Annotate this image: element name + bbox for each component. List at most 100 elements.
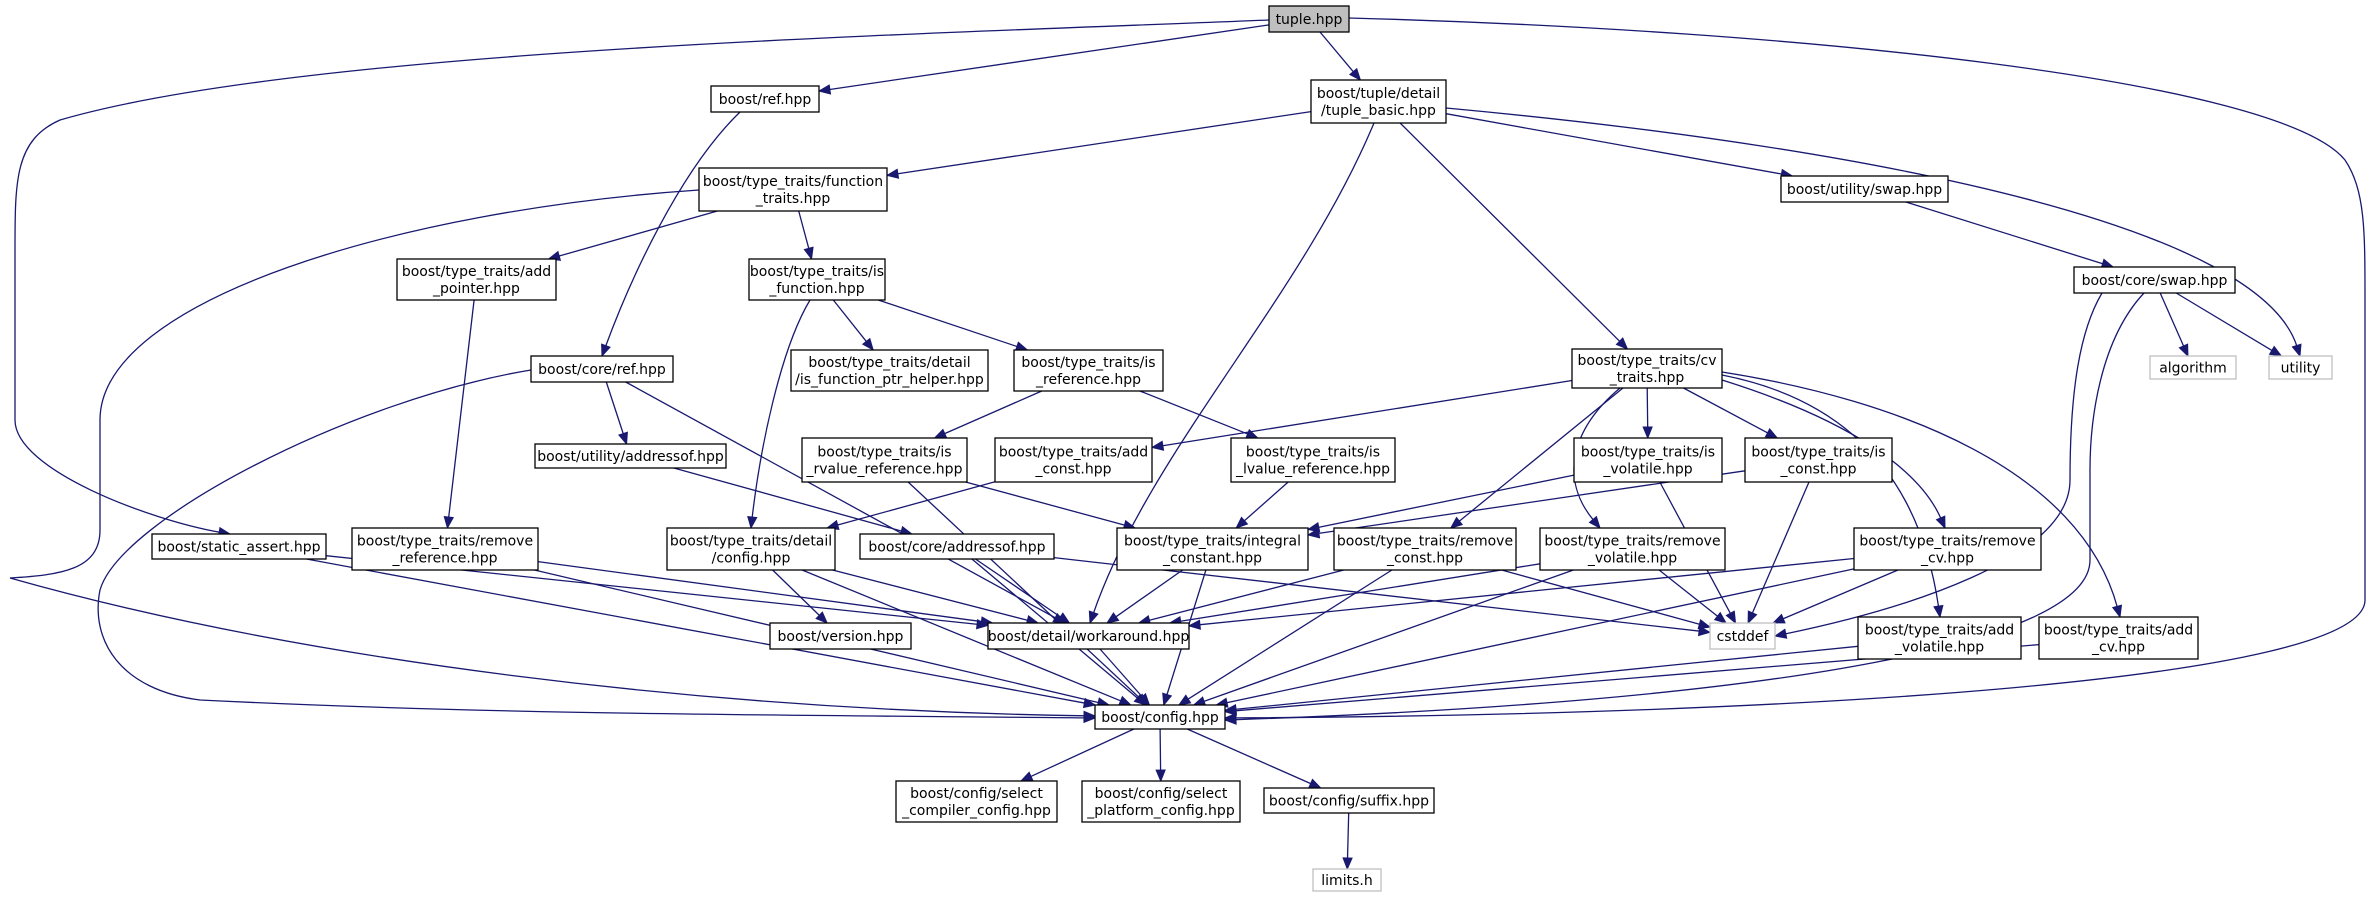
node-is-function-ptr-helper[interactable]: boost/type_traits/detail/is_function_ptr… (790, 349, 989, 392)
node-add-volatile[interactable]: boost/type_traits/add_volatile.hpp (1857, 616, 2022, 660)
node-function-traits[interactable]: boost/type_traits/function_traits.hpp (698, 167, 888, 212)
node-remove-volatile[interactable]: boost/type_traits/remove_volatile.hpp (1539, 527, 1726, 571)
node-label: boost/type_traits/remove (1544, 534, 1720, 550)
node-label: _traits.hpp (1609, 370, 1685, 386)
edge-cv_traits-to-add_volatile (1721, 374, 1944, 619)
edge-line (2159, 292, 2185, 348)
edge-line (1159, 728, 1162, 772)
node-is-volatile[interactable]: boost/type_traits/is_volatile.hpp (1573, 437, 1723, 483)
edge-ref-to-core_ref (601, 111, 741, 358)
node-config[interactable]: boost/config.hpp (1094, 704, 1226, 730)
edge-function_traits-to-add_pointer (547, 210, 718, 261)
node-detail-config[interactable]: boost/type_traits/detail/config.hpp (666, 527, 836, 571)
node-core-ref[interactable]: boost/core/ref.hpp (530, 355, 674, 383)
node-select-compiler-config[interactable]: boost/config/select_compiler_config.hpp (895, 780, 1058, 823)
edge-line (1399, 122, 1621, 343)
arrowhead-icon (2111, 604, 2123, 619)
node-label: boost/ref.hpp (719, 92, 812, 108)
edge-line (1346, 812, 1350, 860)
arrowhead-icon (1187, 619, 1201, 630)
node-label: boost/core/ref.hpp (538, 362, 666, 378)
edge-tuple_basic-to-function_traits (885, 110, 1312, 179)
edge-detail_config-to-config (801, 569, 1133, 706)
node-label: _cv.hpp (1920, 551, 1974, 567)
arrowhead-icon (1118, 695, 1133, 706)
node-remove-cv[interactable]: boost/type_traits/remove_cv.hpp (1853, 527, 2042, 571)
node-add-const[interactable]: boost/type_traits/add_const.hpp (994, 437, 1153, 483)
edge-remove_const-to-cstddef (1501, 569, 1712, 630)
arrowhead-icon (2291, 343, 2302, 358)
node-core-swap[interactable]: boost/core/swap.hpp (2073, 266, 2236, 294)
node-integral-constant[interactable]: boost/type_traits/integral_constant.hpp (1116, 527, 1309, 571)
node-static-assert[interactable]: boost/static_assert.hpp (151, 533, 327, 560)
node-utility-swap[interactable]: boost/utility/swap.hpp (1780, 175, 1949, 203)
node-is-function[interactable]: boost/type_traits/is_function.hpp (748, 258, 886, 301)
node-label: boost/type_traits/is (1246, 445, 1380, 461)
node-utility-addressof[interactable]: boost/utility/addressof.hpp (534, 443, 727, 469)
arrowhead-icon (618, 431, 628, 446)
node-is-reference[interactable]: boost/type_traits/is_reference.hpp (1013, 349, 1164, 392)
node-label: boost/static_assert.hpp (157, 540, 320, 556)
node-box (769, 622, 912, 650)
edge-cv_traits-to-is_volatile (1642, 387, 1653, 440)
node-is-const[interactable]: boost/type_traits/is_const.hpp (1744, 437, 1893, 483)
node-label: boost/type_traits/integral (1124, 534, 1301, 550)
node-add-pointer[interactable]: boost/type_traits/add_pointer.hpp (396, 258, 557, 301)
arrowhead-icon (443, 515, 454, 530)
node-cv-traits[interactable]: boost/type_traits/cv_traits.hpp (1571, 348, 1723, 389)
node-label: boost/config.hpp (1101, 710, 1219, 726)
node-add-cv[interactable]: boost/type_traits/add_cv.hpp (2038, 616, 2199, 660)
edge-static_assert-to-config (306, 558, 1097, 709)
node-core-addressof[interactable]: boost/core/addressof.hpp (859, 533, 1055, 560)
node-remove-const[interactable]: boost/type_traits/remove_const.hpp (1333, 527, 1517, 571)
node-label: boost/config/suffix.hpp (1269, 794, 1429, 810)
node-cstddef: cstddef (1709, 622, 1776, 650)
edge-line (1445, 107, 2298, 347)
node-box (1312, 868, 1382, 892)
edge-line (801, 569, 1122, 702)
edge-core_addressof-to-workaround (975, 558, 1071, 624)
node-label: boost/utility/addressof.hpp (537, 449, 724, 465)
node-tuple[interactable]: tuple.hpp (1268, 5, 1350, 33)
node-is-lvalue-reference[interactable]: boost/type_traits/is_lvalue_reference.hp… (1230, 437, 1396, 483)
edge-core_swap-to-utility (2175, 292, 2283, 357)
node-suffix[interactable]: boost/config/suffix.hpp (1263, 787, 1435, 814)
node-remove-reference[interactable]: boost/type_traits/remove_reference.hpp (351, 527, 539, 571)
edge-core_swap-to-config (1223, 292, 2145, 725)
node-select-platform-config[interactable]: boost/config/select_platform_config.hpp (1081, 780, 1241, 823)
edge-detail_config-to-version (772, 569, 829, 624)
node-version[interactable]: boost/version.hpp (769, 622, 912, 650)
node-label: _cv.hpp (2091, 640, 2145, 656)
node-tuple-basic[interactable]: boost/tuple/detail/tuple_basic.hpp (1310, 79, 1447, 124)
node-label: boost/type_traits/is (817, 445, 951, 461)
arrowhead-icon (1105, 612, 1120, 624)
edge-config-to-select_platform_config (1155, 728, 1166, 783)
node-box (1013, 349, 1164, 392)
edge-line (1319, 31, 1355, 73)
edge-remove_cv-to-workaround (1187, 557, 1855, 630)
edge-is_volatile-to-integral_constant (1306, 474, 1575, 533)
node-box (1780, 175, 1949, 203)
node-utility: utility (2268, 355, 2333, 380)
edge-line (1202, 569, 1574, 703)
edge-is_function-to-detail_config (747, 299, 811, 530)
arrowhead-icon (1342, 857, 1353, 871)
node-workaround[interactable]: boost/detail/workaround.hpp (987, 622, 1190, 650)
edge-line (1782, 569, 1899, 620)
arrowhead-icon (1223, 714, 1237, 725)
edge-line (1234, 17, 2366, 719)
edge-line (1161, 379, 1573, 447)
arrowhead-icon (817, 84, 832, 95)
node-label: _reference.hpp (392, 551, 498, 567)
edge-is_rvalue_reference-to-config (907, 481, 1149, 706)
edge-tuple_basic-to-utility (1445, 107, 2302, 358)
arrowhead-icon (1088, 610, 1099, 625)
node-is-rvalue-reference[interactable]: boost/type_traits/is_rvalue_reference.hp… (801, 437, 968, 483)
node-box (1539, 527, 1726, 571)
arrowhead-icon (1192, 696, 1207, 707)
arrowhead-icon (1308, 778, 1322, 789)
node-box (2073, 266, 2236, 294)
node-label: _reference.hpp (1035, 372, 1141, 388)
node-ref[interactable]: boost/ref.hpp (710, 85, 820, 113)
node-label: boost/detail/workaround.hpp (988, 629, 1190, 645)
